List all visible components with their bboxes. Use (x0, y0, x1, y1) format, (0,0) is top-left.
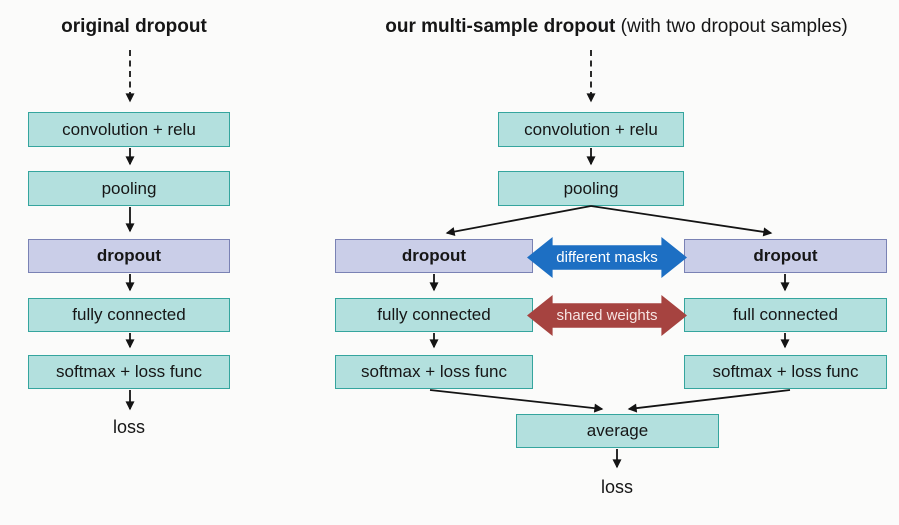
different-masks-double-arrow: different masks (527, 237, 687, 278)
right-loss-label: loss (600, 477, 633, 497)
left-box-dropout: dropout (28, 239, 230, 273)
right-box-average: average (516, 414, 719, 448)
right-box-convolution-relu: convolution + relu (498, 112, 684, 147)
branch-right-box-full-connected: full connected (684, 298, 887, 332)
branch-right-arrow-softmax-to-average (627, 389, 791, 413)
left-box-convolution-relu: convolution + relu (28, 112, 230, 147)
left-loss-label: loss (112, 417, 145, 437)
branch-left-arrow-softmax-to-average (429, 389, 604, 413)
arrow-pooling-to-right-dropout (590, 205, 773, 237)
left-diagram-title: original dropout (61, 16, 207, 37)
branch-left-box-fully-connected: fully connected (335, 298, 533, 332)
right-title-note: (with two dropout samples) (620, 16, 848, 37)
left-box-pooling: pooling (28, 171, 230, 206)
branch-right-box-softmax-loss: softmax + loss func (684, 355, 887, 389)
shared-weights-double-arrow: shared weights (527, 295, 687, 336)
left-box-fully-connected: fully connected (28, 298, 230, 332)
branch-right-box-dropout: dropout (684, 239, 887, 273)
branch-left-box-softmax-loss: softmax + loss func (335, 355, 533, 389)
branch-left-box-dropout: dropout (335, 239, 533, 273)
right-box-pooling: pooling (498, 171, 684, 206)
right-diagram-title: our multi-sample dropout (with two dropo… (333, 16, 899, 38)
arrow-pooling-to-left-dropout (445, 205, 592, 237)
right-title-bold: our multi-sample dropout (385, 16, 616, 37)
left-box-softmax-loss: softmax + loss func (28, 355, 230, 389)
